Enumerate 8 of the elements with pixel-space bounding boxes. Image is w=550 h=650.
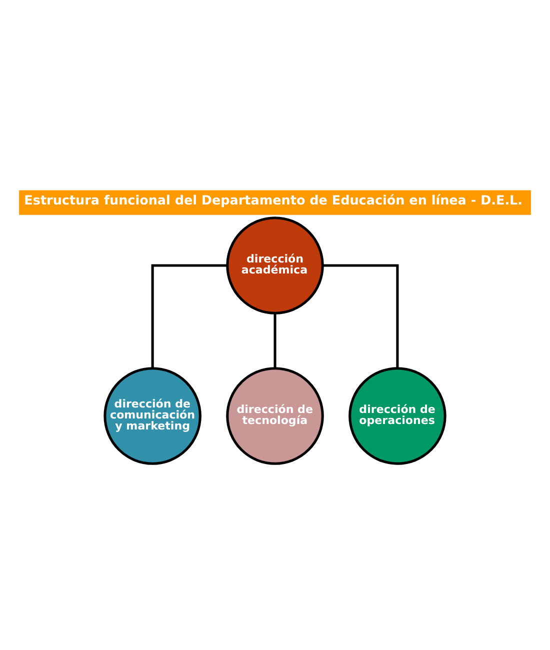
- node-circle: dirección de comunicación y marketing: [104, 367, 202, 465]
- node-circle: dirección de operaciones: [348, 367, 446, 465]
- node-circle: dirección académica: [226, 216, 324, 314]
- node-circle: dirección de tecnología: [226, 367, 324, 465]
- connector: [151, 264, 228, 368]
- connector: [274, 313, 276, 368]
- diagram-title: Estructura funcional del Departamento de Educación en línea - D.E.L.: [24, 194, 523, 209]
- connector: [322, 264, 399, 368]
